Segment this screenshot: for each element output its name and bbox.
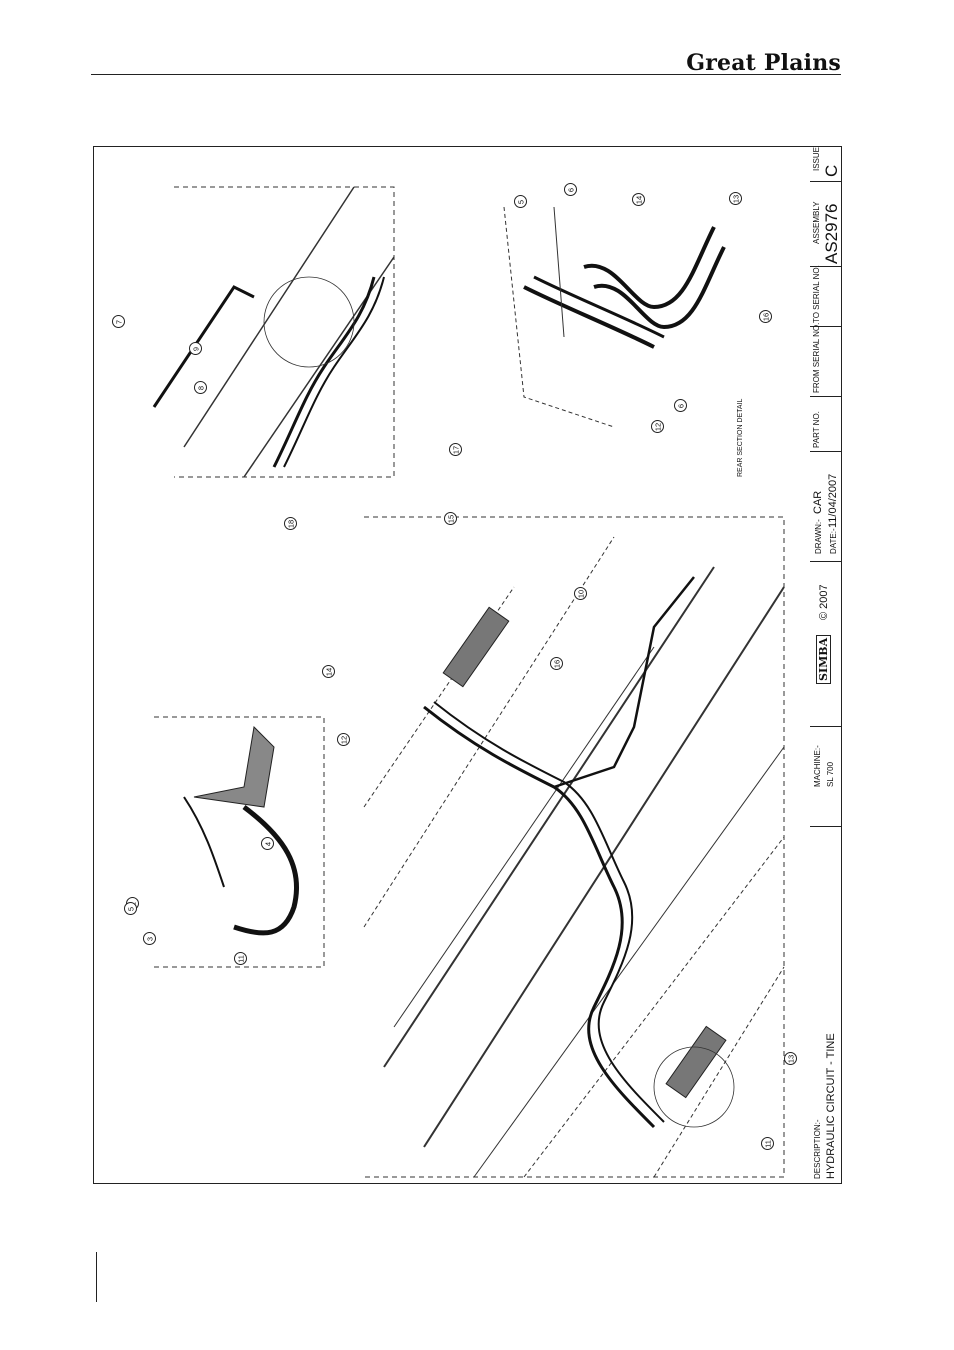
callout-12a: 12 — [337, 733, 350, 746]
header-rule — [91, 74, 841, 75]
callout-7: 7 — [112, 315, 125, 328]
issue-value: C — [822, 165, 842, 177]
footer-rule — [96, 1252, 97, 1302]
to-serial-cell: TO SERIAL NO. — [810, 266, 842, 326]
machine-value: SL 700 — [826, 762, 835, 787]
callout-13a: 13 — [784, 1052, 797, 1065]
machine-label: MACHINE:- — [813, 745, 822, 787]
callout-5b: 5 — [514, 195, 527, 208]
callout-8: 8 — [194, 381, 207, 394]
assembly-cell: ASSEMBLY AS2976 — [810, 181, 842, 266]
simba-logo: SIMBA — [816, 635, 831, 684]
callout-16a: 16 — [550, 657, 563, 670]
callout-15: 15 — [444, 512, 457, 525]
issue-cell: ISSUE C — [810, 146, 842, 181]
main-frame-assembly — [364, 517, 784, 1177]
drawn-cell: DRAWN:- CAR DATE:- 11/04/2007 — [810, 451, 842, 561]
logo-cell: © 2007 SIMBA — [810, 561, 842, 726]
drawn-value: CAR — [812, 491, 824, 514]
description-cell: DESCRIPTION:- HYDRAULIC CIRCUIT - TINE — [810, 826, 842, 1184]
callout-14a: 14 — [322, 665, 335, 678]
part-no-cell: PART NO. — [810, 396, 842, 451]
callout-17: 17 — [449, 443, 462, 456]
description-label: DESCRIPTION:- — [813, 1119, 822, 1179]
drawing-sheet: 1 3 4 5 11 12 13 11 14 15 10 16 7 9 8 18… — [93, 146, 842, 1184]
callout-18: 18 — [284, 517, 297, 530]
rear-section-detail-label: REAR SECTION DETAIL — [737, 399, 744, 477]
copyright-text: © 2007 — [818, 584, 830, 620]
assembly-label: ASSEMBLY — [812, 201, 821, 244]
title-block: ISSUE C ASSEMBLY AS2976 TO SERIAL NO. FR… — [810, 146, 842, 1184]
drawn-label: DRAWN:- — [814, 519, 823, 554]
callout-9: 9 — [189, 342, 202, 355]
top-detail-assembly — [154, 187, 394, 477]
callout-10: 10 — [574, 587, 587, 600]
callout-4: 4 — [261, 837, 274, 850]
date-value: 11/04/2007 — [827, 474, 839, 528]
callout-6a: 6 — [564, 183, 577, 196]
callout-13b: 13 — [729, 192, 742, 205]
cylinder-end-detail — [154, 717, 324, 967]
callout-6b: 6 — [674, 399, 687, 412]
callout-11b: 11 — [761, 1137, 774, 1150]
part-no-label: PART NO. — [812, 411, 821, 448]
from-serial-cell: FROM SERIAL NO. — [810, 326, 842, 396]
machine-cell: MACHINE:- SL 700 — [810, 726, 842, 826]
callout-12b: 12 — [651, 420, 664, 433]
issue-label: ISSUE — [812, 147, 821, 171]
date-label: DATE:- — [829, 528, 838, 554]
brand-logo-text: Great Plains — [686, 50, 841, 76]
from-serial-label: FROM SERIAL NO. — [812, 323, 821, 393]
callout-5a: 5 — [124, 902, 137, 915]
to-serial-label: TO SERIAL NO. — [812, 265, 821, 323]
hydraulic-circuit-drawing — [94, 147, 811, 1183]
callout-11a: 11 — [234, 952, 247, 965]
callout-16b: 16 — [759, 310, 772, 323]
description-value: HYDRAULIC CIRCUIT - TINE — [825, 1033, 837, 1179]
callout-14b: 14 — [632, 193, 645, 206]
callout-3: 3 — [143, 932, 156, 945]
assembly-value: AS2976 — [822, 204, 842, 265]
rear-section-detail — [504, 207, 724, 427]
